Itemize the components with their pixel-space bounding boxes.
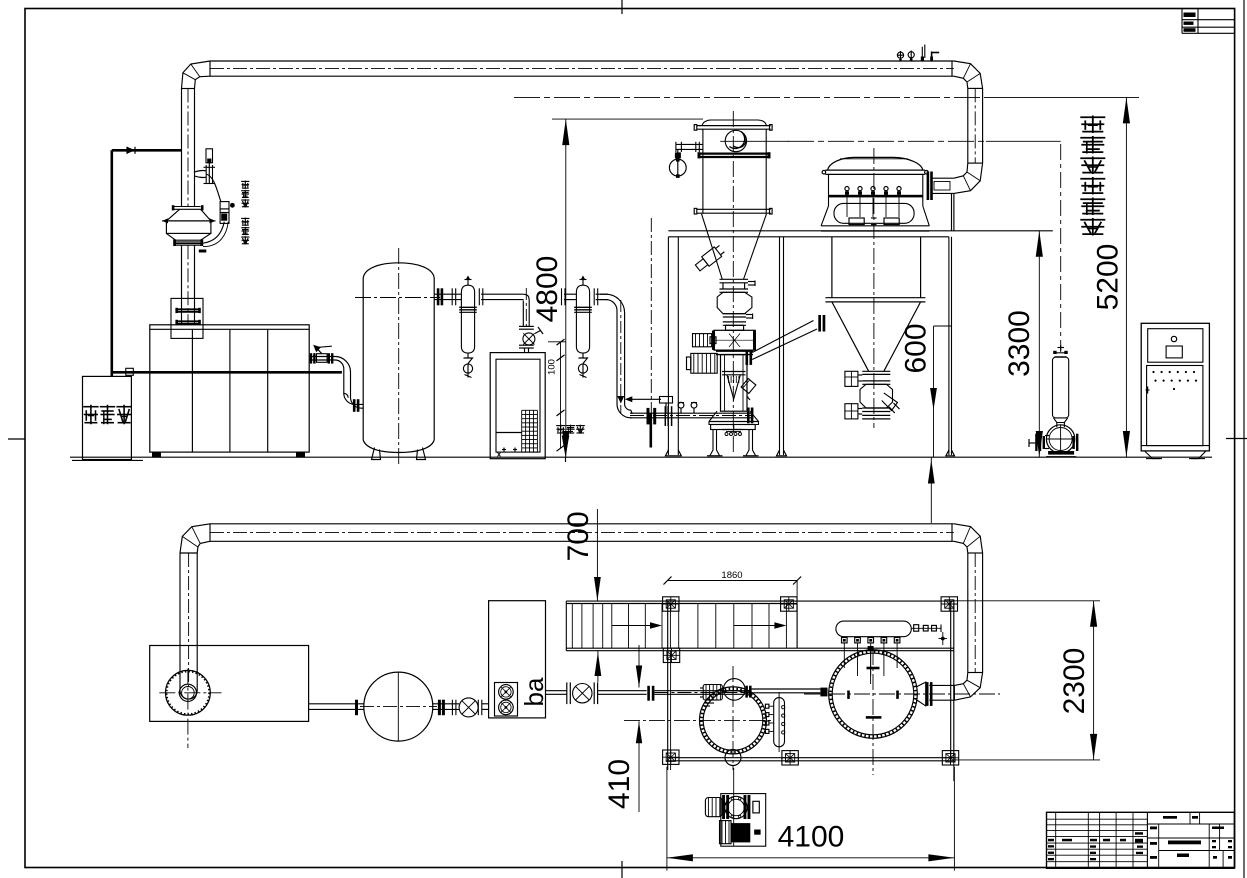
svg-text:410: 410 — [603, 759, 636, 809]
svg-text:5200: 5200 — [1092, 244, 1125, 311]
svg-text:1860: 1860 — [721, 570, 742, 581]
svg-text:700: 700 — [562, 511, 595, 561]
svg-text:4800: 4800 — [531, 256, 564, 323]
svg-text:100: 100 — [547, 359, 558, 375]
svg-text:ba: ba — [519, 677, 549, 706]
svg-text:3300: 3300 — [1003, 310, 1036, 377]
svg-text:2300: 2300 — [1058, 648, 1091, 715]
svg-text:4100: 4100 — [778, 821, 845, 854]
svg-text:600: 600 — [900, 323, 933, 373]
